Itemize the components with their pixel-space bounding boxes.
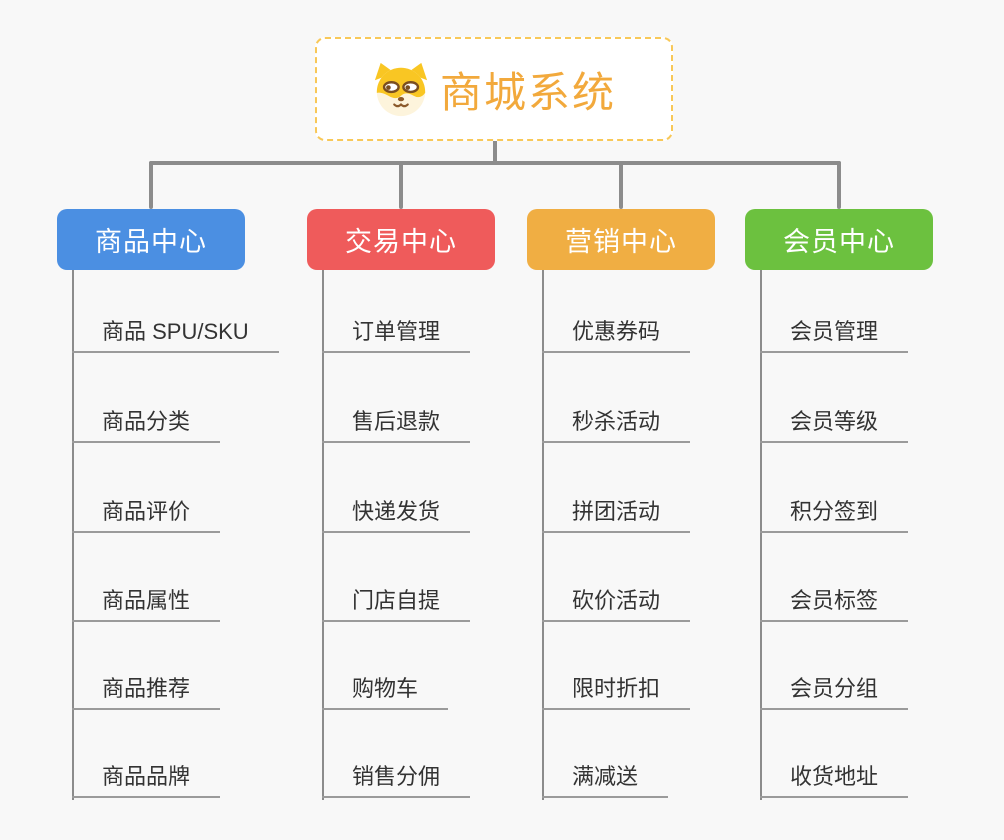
child-node[interactable]: 会员分组 (760, 673, 909, 710)
trunk-line-member (760, 270, 762, 800)
dog-face-icon (372, 61, 430, 117)
trunk-line-marketing (542, 270, 544, 800)
child-node[interactable]: 商品评价 (72, 496, 221, 533)
connector-stub-marketing (619, 161, 623, 209)
trunk-line-trade (322, 270, 324, 800)
connector-stub-trade (399, 161, 403, 209)
child-node[interactable]: 快递发货 (322, 496, 471, 533)
child-node[interactable]: 销售分佣 (322, 761, 471, 798)
child-node[interactable]: 商品品牌 (72, 761, 221, 798)
child-node[interactable]: 商品 SPU/SKU (72, 316, 279, 353)
connector-stub-member (837, 161, 841, 209)
root-title: 商城系统 (439, 68, 616, 116)
child-node[interactable]: 秒杀活动 (542, 406, 691, 443)
branch-label: 交易中心 (345, 227, 457, 257)
branch-label: 会员中心 (783, 227, 895, 257)
connector-stub-product (149, 161, 153, 209)
branch-node-member-center[interactable]: 会员中心 (745, 209, 933, 270)
child-node[interactable]: 砍价活动 (542, 585, 691, 622)
child-node[interactable]: 会员等级 (760, 406, 909, 443)
child-node[interactable]: 门店自提 (322, 585, 471, 622)
connector-root-stem (493, 141, 497, 165)
child-node[interactable]: 售后退款 (322, 406, 471, 443)
branch-label: 营销中心 (565, 227, 677, 257)
child-node[interactable]: 会员标签 (760, 585, 909, 622)
trunk-line-product (72, 270, 74, 800)
root-node[interactable]: 商城系统 (315, 37, 673, 141)
branch-node-marketing-center[interactable]: 营销中心 (527, 209, 715, 270)
child-node[interactable]: 商品属性 (72, 585, 221, 622)
connector-rail (149, 161, 841, 165)
child-node[interactable]: 拼团活动 (542, 496, 691, 533)
child-node[interactable]: 会员管理 (760, 316, 909, 353)
child-node[interactable]: 商品推荐 (72, 673, 221, 710)
branch-node-product-center[interactable]: 商品中心 (57, 209, 245, 270)
branch-node-trade-center[interactable]: 交易中心 (307, 209, 495, 270)
branch-label: 商品中心 (95, 227, 207, 257)
child-node[interactable]: 购物车 (322, 673, 449, 710)
child-node[interactable]: 订单管理 (322, 316, 471, 353)
child-node[interactable]: 商品分类 (72, 406, 221, 443)
child-node[interactable]: 优惠券码 (542, 316, 691, 353)
child-node[interactable]: 积分签到 (760, 496, 909, 533)
child-node[interactable]: 限时折扣 (542, 673, 691, 710)
child-node[interactable]: 满减送 (542, 761, 669, 798)
child-node[interactable]: 收货地址 (760, 761, 909, 798)
